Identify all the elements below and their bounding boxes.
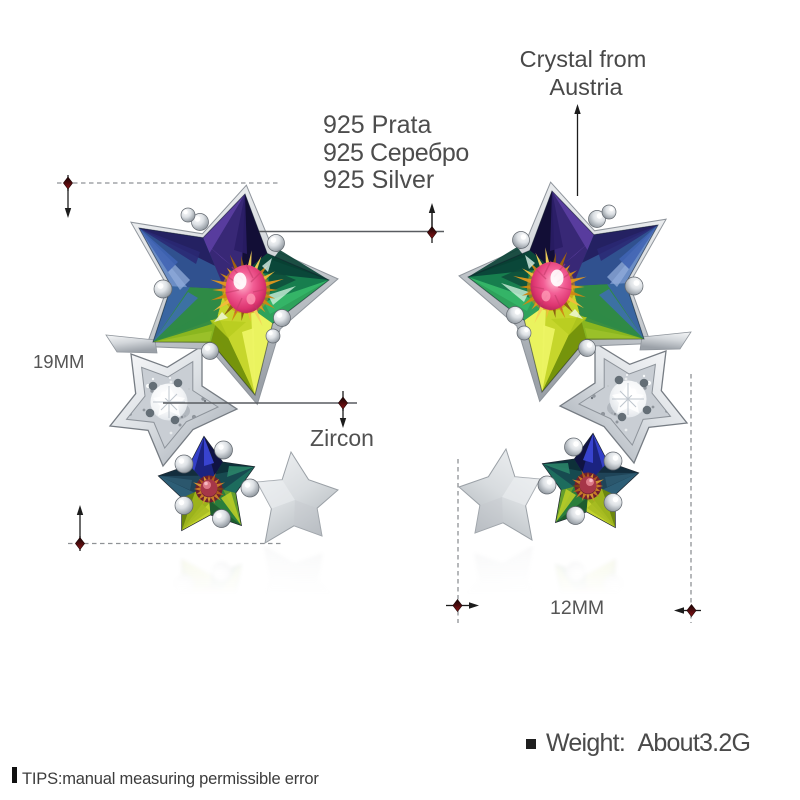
svg-text:12MM: 12MM bbox=[550, 597, 604, 619]
svg-text:925 Серебро: 925 Серебро bbox=[323, 139, 469, 167]
svg-text:925 Silver: 925 Silver bbox=[323, 166, 434, 194]
svg-text:925 Prata: 925 Prata bbox=[323, 111, 432, 139]
svg-text:Austria: Austria bbox=[549, 74, 623, 100]
svg-text:Crystal from: Crystal from bbox=[520, 46, 647, 72]
svg-text:19MM: 19MM bbox=[33, 351, 84, 372]
svg-text:Zircon: Zircon bbox=[310, 425, 374, 451]
svg-text:Weight: About3.2G: Weight: About3.2G bbox=[546, 729, 750, 757]
svg-text:TIPS:manual measuring permissi: TIPS:manual measuring permissible error bbox=[22, 770, 319, 788]
